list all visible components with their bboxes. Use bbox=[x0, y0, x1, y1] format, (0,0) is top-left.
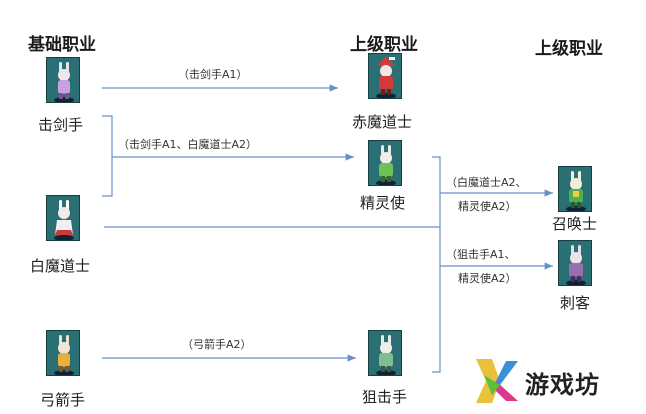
job-label-elementalist: 精灵使 bbox=[360, 192, 405, 213]
condition-summoner-line1: （白魔道士A2、 bbox=[446, 174, 527, 190]
heading-advanced-jobs-right: 上级职业 bbox=[535, 34, 603, 59]
job-label-sniper: 狙击手 bbox=[362, 386, 407, 407]
watermark-logo: 游戏坊 bbox=[470, 355, 640, 407]
swordsman-sprite-icon bbox=[46, 57, 80, 103]
sniper-sprite-icon bbox=[368, 330, 402, 376]
condition-elementalist: （击剑手A1、白魔道士A2） bbox=[118, 136, 257, 152]
assassin-sprite-icon bbox=[558, 240, 592, 286]
job-label-summoner: 召唤士 bbox=[552, 213, 597, 234]
right-bracket bbox=[432, 157, 440, 372]
job-label-red-mage: 赤魔道士 bbox=[352, 111, 412, 132]
job-label-white-mage: 白魔道士 bbox=[30, 255, 90, 276]
colorful-x-logo-icon bbox=[470, 355, 524, 407]
archer-sprite-icon bbox=[46, 330, 80, 376]
white-mage-sprite-icon bbox=[46, 195, 80, 241]
condition-red-mage: （击剑手A1） bbox=[178, 66, 248, 82]
heading-advanced-jobs-mid: 上级职业 bbox=[350, 30, 418, 55]
bracket-swordsman-white-mage bbox=[102, 116, 112, 196]
condition-assassin-line1: （狙击手A1、 bbox=[446, 246, 516, 262]
condition-sniper: （弓箭手A2） bbox=[182, 336, 252, 352]
job-label-assassin: 刺客 bbox=[560, 292, 590, 313]
job-label-swordsman: 击剑手 bbox=[38, 114, 83, 135]
red-mage-sprite-icon bbox=[368, 53, 402, 99]
job-label-archer: 弓箭手 bbox=[40, 389, 85, 410]
elementalist-sprite-icon bbox=[368, 140, 402, 186]
watermark-logo-text: 游戏坊 bbox=[525, 365, 600, 400]
summoner-sprite-icon bbox=[558, 166, 592, 212]
heading-base-jobs: 基础职业 bbox=[28, 30, 96, 55]
condition-summoner-line2: 精灵使A2） bbox=[458, 198, 517, 214]
condition-assassin-line2: 精灵使A2） bbox=[458, 270, 517, 286]
